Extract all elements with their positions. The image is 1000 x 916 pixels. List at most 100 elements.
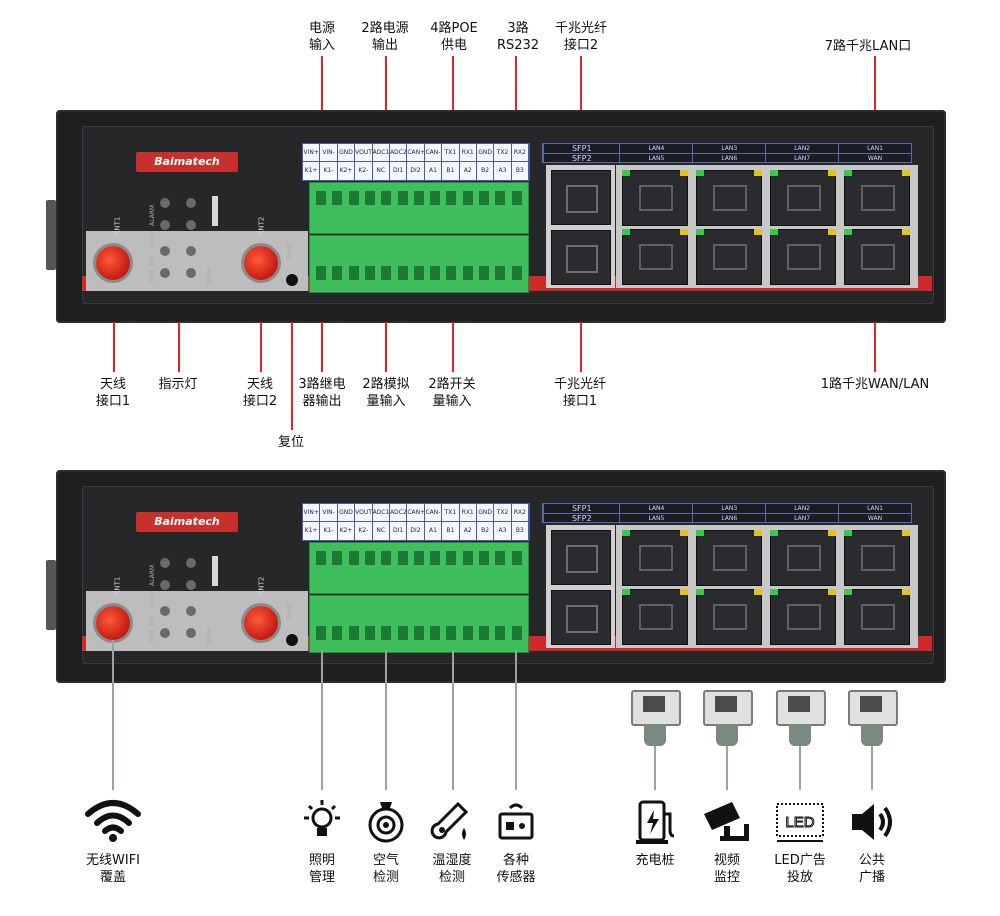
terminal-pin[interactable] bbox=[413, 266, 424, 280]
terminal-pin[interactable] bbox=[479, 551, 489, 565]
terminal-label-row-top: VIN+ VIN- GND VOUT ADC1 ADC2 CAN+ CAN- T… bbox=[303, 144, 530, 162]
terminal-pin[interactable] bbox=[511, 191, 522, 205]
label-switch: 2路开关 量输入 bbox=[428, 377, 476, 409]
terminal-pin[interactable] bbox=[446, 626, 457, 640]
antenna-port-1[interactable] bbox=[96, 606, 130, 640]
terminal-pin[interactable] bbox=[413, 551, 424, 565]
terminal-pin[interactable] bbox=[495, 626, 506, 640]
terminal-pin[interactable] bbox=[462, 191, 473, 205]
terminal-label: VOUT bbox=[355, 504, 373, 522]
terminal-pin[interactable] bbox=[430, 191, 441, 205]
wan-port[interactable] bbox=[844, 589, 910, 645]
leader-reset bbox=[291, 322, 293, 430]
terminal-pin[interactable] bbox=[446, 551, 457, 565]
terminal-pin[interactable] bbox=[364, 551, 375, 565]
sfp-port-1[interactable] bbox=[551, 230, 611, 285]
terminal-block-lower[interactable] bbox=[309, 595, 529, 653]
label-sfp1: 千兆光纤 接口1 bbox=[553, 377, 606, 409]
lan5-port[interactable] bbox=[622, 229, 688, 285]
terminal-pin[interactable] bbox=[316, 191, 326, 205]
lan2-port[interactable] bbox=[770, 530, 836, 586]
terminal-pin[interactable] bbox=[397, 551, 408, 565]
antenna-port-2[interactable] bbox=[244, 246, 278, 280]
terminal-label: A1 bbox=[425, 162, 443, 180]
terminal-pin[interactable] bbox=[430, 626, 441, 640]
led-pwr-1 bbox=[160, 628, 170, 638]
terminal-pin[interactable] bbox=[462, 626, 473, 640]
terminal-pin[interactable] bbox=[381, 266, 392, 280]
terminal-pin[interactable] bbox=[413, 191, 424, 205]
terminal-pin[interactable] bbox=[348, 191, 359, 205]
rj45-plug-icon bbox=[631, 690, 681, 726]
lan7-port[interactable] bbox=[770, 229, 836, 285]
lan1-port[interactable] bbox=[844, 170, 910, 226]
terminal-pin[interactable] bbox=[446, 266, 457, 280]
lan4-port[interactable] bbox=[622, 530, 688, 586]
reset-button[interactable] bbox=[286, 274, 298, 286]
terminal-pin[interactable] bbox=[511, 266, 522, 280]
terminal-pin[interactable] bbox=[446, 191, 457, 205]
antenna-port-2[interactable] bbox=[244, 606, 278, 640]
terminal-pin[interactable] bbox=[462, 551, 473, 565]
lan6-port[interactable] bbox=[696, 589, 762, 645]
rj45-plug-icon bbox=[776, 690, 826, 726]
terminal-label: VOUT bbox=[355, 144, 373, 162]
lan2-port[interactable] bbox=[770, 170, 836, 226]
terminal-pin[interactable] bbox=[413, 626, 424, 640]
terminal-block-upper[interactable] bbox=[309, 182, 529, 234]
terminal-pin[interactable] bbox=[495, 551, 506, 565]
lan-label: LAN2 bbox=[766, 504, 839, 514]
terminal-pin[interactable] bbox=[430, 551, 441, 565]
reset-button[interactable] bbox=[286, 634, 298, 646]
terminal-pin[interactable] bbox=[381, 626, 392, 640]
led-label-sys: SYS bbox=[149, 254, 156, 266]
terminal-pin[interactable] bbox=[397, 266, 408, 280]
terminal-pin[interactable] bbox=[316, 626, 326, 640]
lan7-port[interactable] bbox=[770, 589, 836, 645]
wan-port[interactable] bbox=[844, 229, 910, 285]
terminal-pin[interactable] bbox=[397, 626, 408, 640]
led-wifi-2 bbox=[186, 220, 196, 230]
terminal-pin[interactable] bbox=[332, 266, 343, 280]
terminal-pin[interactable] bbox=[479, 626, 489, 640]
terminal-pin[interactable] bbox=[479, 266, 489, 280]
terminal-block-lower[interactable] bbox=[309, 235, 529, 293]
sfp-port-2[interactable] bbox=[551, 530, 611, 585]
terminal-pin[interactable] bbox=[381, 191, 392, 205]
lan1-port[interactable] bbox=[844, 530, 910, 586]
lan3-port[interactable] bbox=[696, 530, 762, 586]
terminal-pin[interactable] bbox=[479, 191, 489, 205]
led-screen-icon: LED bbox=[776, 803, 824, 842]
terminal-block-upper[interactable] bbox=[309, 542, 529, 594]
terminal-pin[interactable] bbox=[397, 191, 408, 205]
router-device-top: Baimatech ANT1 ANT2 ALARM WIFI SYS PWR O… bbox=[46, 110, 946, 323]
terminal-pin[interactable] bbox=[332, 191, 343, 205]
terminal-label: A3 bbox=[494, 522, 512, 540]
terminal-pin[interactable] bbox=[462, 266, 473, 280]
lan5-port[interactable] bbox=[622, 589, 688, 645]
terminal-pin[interactable] bbox=[364, 626, 375, 640]
terminal-pin[interactable] bbox=[348, 266, 359, 280]
terminal-pin[interactable] bbox=[511, 626, 522, 640]
lan4-port[interactable] bbox=[622, 170, 688, 226]
terminal-pin[interactable] bbox=[511, 551, 522, 565]
terminal-pin[interactable] bbox=[364, 266, 375, 280]
terminal-pin[interactable] bbox=[381, 551, 392, 565]
terminal-pin[interactable] bbox=[316, 551, 326, 565]
terminal-pin[interactable] bbox=[430, 266, 441, 280]
lan6-port[interactable] bbox=[696, 229, 762, 285]
terminal-pin[interactable] bbox=[316, 266, 326, 280]
sfp-port-1[interactable] bbox=[551, 590, 611, 645]
antenna-port-1[interactable] bbox=[96, 246, 130, 280]
terminal-pin[interactable] bbox=[495, 266, 506, 280]
terminal-pin[interactable] bbox=[364, 191, 375, 205]
terminal-pin[interactable] bbox=[495, 191, 506, 205]
led-alarm-2 bbox=[186, 198, 196, 208]
lan-label: LAN7 bbox=[794, 515, 811, 522]
terminal-pin[interactable] bbox=[348, 551, 359, 565]
terminal-pin[interactable] bbox=[332, 626, 343, 640]
terminal-pin[interactable] bbox=[348, 626, 359, 640]
lan3-port[interactable] bbox=[696, 170, 762, 226]
sfp-port-2[interactable] bbox=[551, 170, 611, 225]
terminal-pin[interactable] bbox=[332, 551, 343, 565]
